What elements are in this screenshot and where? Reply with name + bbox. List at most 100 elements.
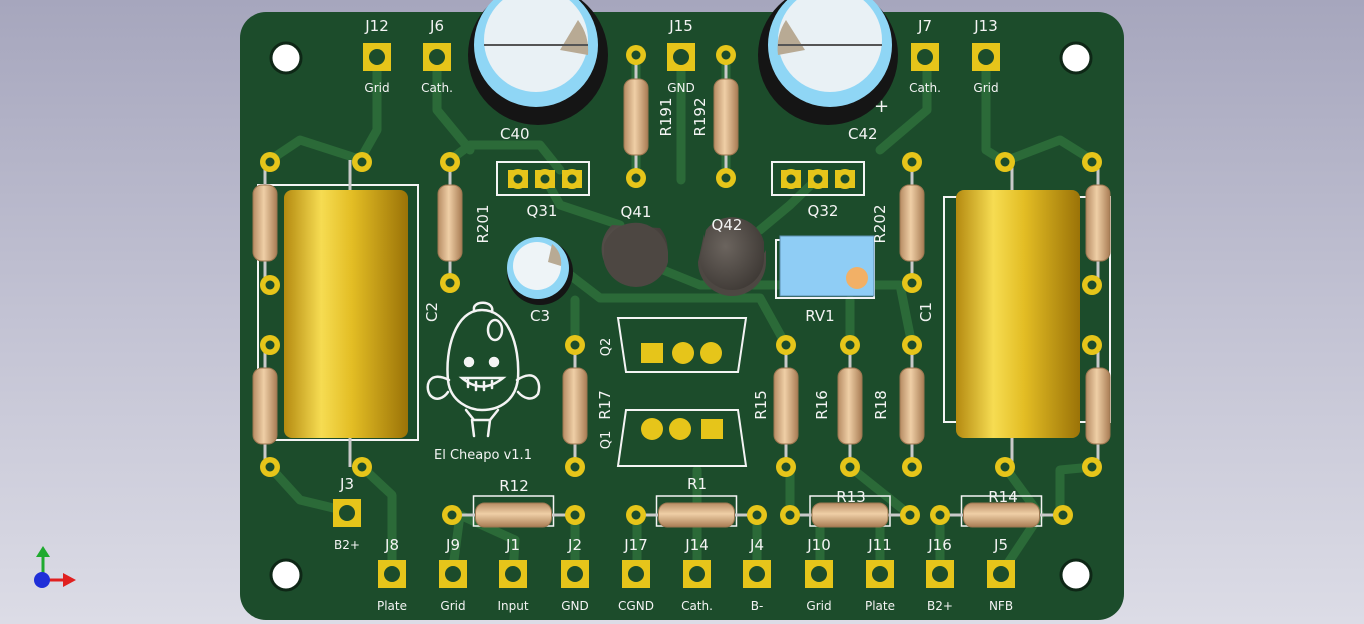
label-r17: R17 (596, 390, 614, 420)
label-rv1: RV1 (805, 307, 834, 325)
pad-hole (813, 174, 823, 184)
label-c2: C2 (423, 302, 441, 322)
pad-hole (721, 50, 731, 60)
round-pads (260, 45, 1102, 525)
label-q41: Q41 (621, 203, 652, 221)
pad-hole (570, 462, 580, 472)
horizontal-resistors[interactable] (452, 495, 1063, 528)
connector-ref: J10 (806, 536, 831, 554)
pad-hole (513, 174, 523, 184)
pad-hole (1087, 280, 1097, 290)
film-capacitor-c1[interactable] (943, 160, 1111, 467)
connector-ref: J8 (384, 536, 399, 554)
pad-hole (1058, 510, 1068, 520)
pad-hole (845, 340, 855, 350)
label-c3: C3 (530, 307, 550, 325)
label-r202: R202 (871, 204, 889, 243)
footprint-q2[interactable] (616, 317, 748, 373)
resistor-vertical[interactable] (1085, 352, 1111, 460)
resistor-horizontal[interactable] (790, 495, 910, 528)
connector-label: Grid (364, 81, 389, 95)
connector-ref: J12 (364, 17, 389, 35)
resistor-vertical[interactable] (562, 352, 588, 460)
trimmer-rv1[interactable] (775, 235, 875, 299)
electrolytic-capacitor-c3[interactable] (507, 237, 573, 305)
pad-hole (570, 510, 580, 520)
pad-hole (540, 174, 550, 184)
electrolytic-capacitor-c42[interactable] (758, 0, 898, 125)
label-r191: R191 (657, 97, 675, 136)
pad-hole (265, 280, 275, 290)
label-r13: R13 (836, 488, 866, 506)
vertical-resistors[interactable] (252, 62, 1111, 460)
connector-label: Grid (440, 599, 465, 613)
connector-label: GND (667, 81, 695, 95)
connector-j4[interactable]: J4B- (743, 536, 771, 613)
transistor-q41[interactable] (601, 222, 668, 287)
label-r1: R1 (687, 475, 707, 493)
label-r192: R192 (691, 97, 709, 136)
resistor-vertical[interactable] (899, 352, 925, 460)
resistor-vertical[interactable] (1085, 168, 1111, 278)
label-q2: Q2 (599, 338, 614, 357)
connector-ref: J16 (927, 536, 952, 554)
resistor-vertical[interactable] (837, 352, 863, 460)
label-r16: R16 (813, 390, 831, 420)
transistor-q42[interactable] (698, 217, 766, 296)
electrolytic-capacitor-c40[interactable] (468, 0, 608, 125)
resistor-horizontal[interactable] (452, 495, 575, 528)
connector-ref: J2 (567, 536, 582, 554)
connector-label: Grid (973, 81, 998, 95)
pad-hole (1087, 157, 1097, 167)
pad-hole (781, 340, 791, 350)
pad-hole (840, 174, 850, 184)
footprint-q1[interactable] (616, 409, 748, 467)
label-c42: C42 (848, 125, 878, 143)
resistor-horizontal[interactable] (636, 495, 757, 528)
connector-ref: J15 (668, 17, 693, 35)
connector-label: Plate (865, 599, 895, 613)
connector-label: Cath. (681, 599, 713, 613)
connector-ref: J4 (749, 536, 764, 554)
resistor-vertical[interactable] (899, 168, 925, 278)
resistor-vertical[interactable] (437, 168, 463, 278)
connector-label: Cath. (909, 81, 941, 95)
axis-gizmo[interactable] (34, 546, 76, 588)
resistor-vertical[interactable] (713, 62, 739, 172)
x-axis-arrow-icon (63, 573, 76, 587)
resistor-horizontal[interactable] (940, 495, 1063, 528)
label-q32: Q32 (808, 202, 839, 220)
resistor-vertical[interactable] (623, 62, 649, 172)
pad-hole (265, 157, 275, 167)
connector-j3[interactable]: J3 B2+ (333, 475, 361, 552)
resistor-vertical[interactable] (252, 352, 278, 460)
connector-label: Plate (377, 599, 407, 613)
pad-hole (907, 157, 917, 167)
pad-hole (907, 462, 917, 472)
pad-hole (445, 278, 455, 288)
resistor-vertical[interactable] (773, 352, 799, 460)
pad-hole (907, 278, 917, 288)
component-labels: C40 C42 + C3 C2 C1 R191 R192 R201 R202 R… (423, 96, 1018, 506)
film-capacitor-c2[interactable] (257, 160, 419, 467)
pad-hole (447, 510, 457, 520)
resistor-vertical[interactable] (252, 168, 278, 278)
